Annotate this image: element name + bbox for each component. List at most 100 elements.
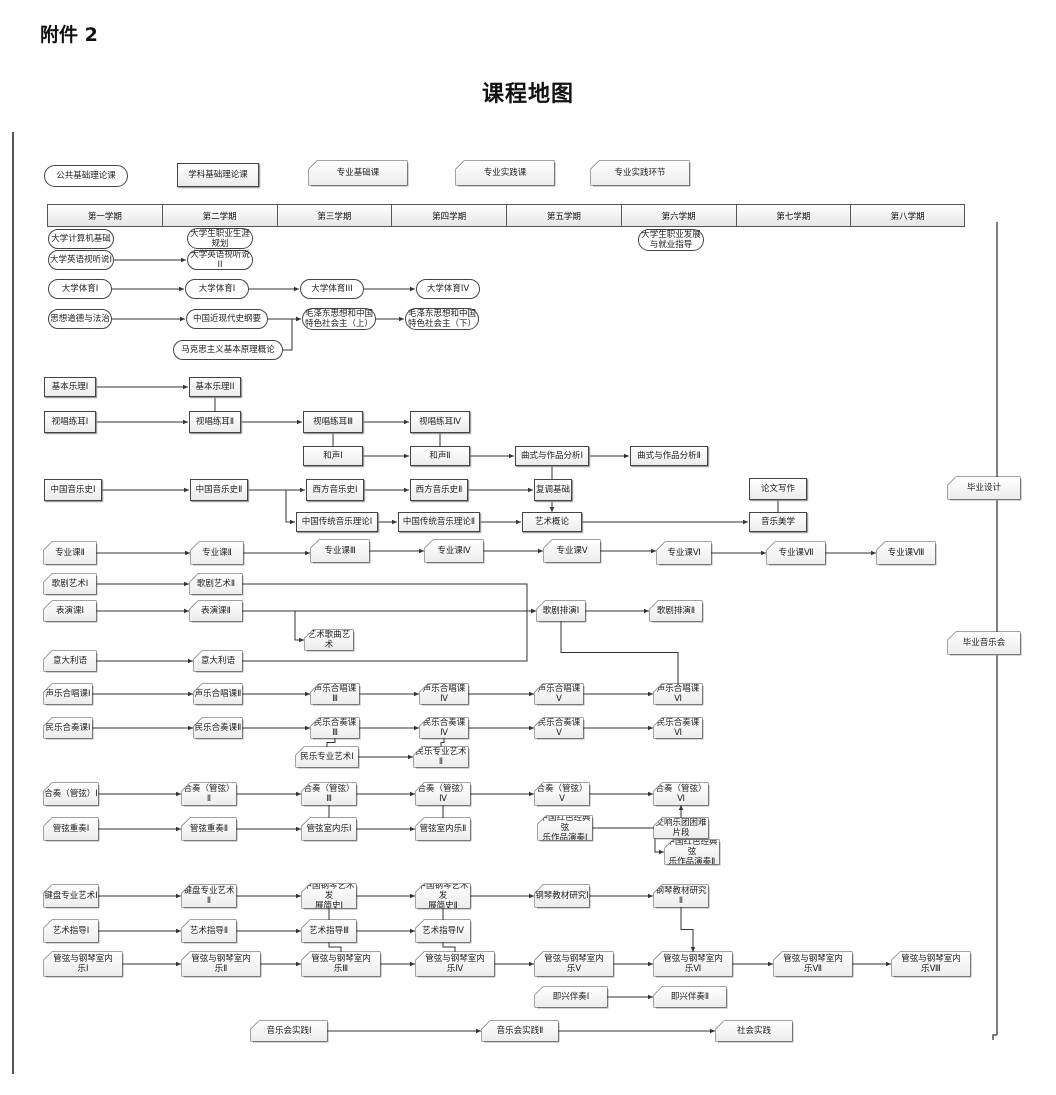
course-hs1: 和声I <box>303 446 363 466</box>
course-wmh1: 西方音乐史Ⅰ <box>306 479 364 501</box>
course-gq7: 管弦与钢琴室内 乐Ⅶ <box>774 952 852 976</box>
course-hz5: 合奏（管弦）Ⅴ <box>535 783 589 805</box>
course-hs2: 和声Ⅱ <box>410 446 470 466</box>
course-jp5: 钢琴教材研究Ⅰ <box>535 885 589 907</box>
connector-zd4-gq4 <box>442 942 456 952</box>
course-byyyh: 毕业音乐会 <box>948 632 1020 654</box>
course-pe1: 大学体育I <box>48 279 112 299</box>
course-cz1: 管弦重奏Ⅰ <box>44 818 98 840</box>
course-gj2: 歌剧艺术Ⅱ <box>190 574 242 594</box>
course-yl1: 基本乐理I <box>44 377 96 397</box>
course-jp6: 钢琴教材研究Ⅱ <box>654 885 708 907</box>
course-ct1: 中国传统音乐理论Ⅰ <box>296 512 378 532</box>
course-cmh2: 中国音乐史Ⅱ <box>190 479 248 501</box>
semester-header-5: 第五学期 <box>506 204 621 227</box>
course-gq2: 管弦与钢琴室内 乐Ⅱ <box>182 952 260 976</box>
course-sy2: 声乐合唱课Ⅱ <box>194 684 242 704</box>
course-gp1: 歌剧排演Ⅰ <box>537 601 585 621</box>
course-zy1: 专业课Ⅱ <box>44 542 96 564</box>
course-jp4: 中国钢琴艺术发 展简史Ⅱ <box>416 881 470 911</box>
legend-lg1: 公共基础理论课 <box>44 165 128 187</box>
course-mao2: 毛泽东思想和中国 特色社会主（下） <box>405 308 479 330</box>
course-yssq: 艺术歌曲艺术 <box>305 630 353 650</box>
course-sxdd: 思想道德与法治 <box>48 309 112 329</box>
course-red1: 中国红色经典弦 乐作品演奏Ⅰ <box>538 813 592 843</box>
course-mz2: 民乐专业艺术Ⅱ <box>414 747 468 767</box>
course-my1: 民乐合奏课Ⅰ <box>44 718 92 738</box>
course-gq8: 管弦与钢琴室内 乐Ⅷ <box>892 952 970 976</box>
course-ylmx: 音乐美学 <box>749 512 807 532</box>
course-zd4: 艺术指导Ⅳ <box>416 920 470 942</box>
semester-header-3: 第三学期 <box>276 204 392 227</box>
course-ydl1: 意大利语 <box>44 651 96 671</box>
course-jyzd: 大学生职业发展 与就业指导 <box>638 229 704 251</box>
connector-zd3-gq3 <box>328 942 342 952</box>
course-sy3: 声乐合唱课Ⅲ <box>311 684 359 704</box>
connector-gj2-gp1 <box>242 583 536 614</box>
course-jxy: 交响乐团困难片段 <box>654 818 708 838</box>
left-margin-rule <box>12 132 14 1074</box>
course-gq1: 管弦与钢琴室内 乐Ⅰ <box>44 952 122 976</box>
course-marx: 马克思主义基本原理概论 <box>173 340 283 360</box>
semester-header-6: 第六学期 <box>620 204 736 227</box>
connector-my3-mz1 <box>326 738 336 747</box>
connector-by2-yssq <box>242 610 304 643</box>
graduation-track-line <box>992 222 998 1040</box>
semester-header-4: 第四学期 <box>391 204 506 227</box>
course-zd2: 艺术指导Ⅱ <box>182 920 236 942</box>
course-jp1: 键盘专业艺术Ⅰ <box>44 885 98 907</box>
connector-ydl2-gp1 <box>242 608 536 662</box>
course-jx1: 即兴伴奏Ⅰ <box>535 987 607 1007</box>
course-shsj: 社会实践 <box>716 1021 792 1041</box>
course-pe2: 大学体育I <box>185 279 249 299</box>
course-sn2: 管弦室内乐Ⅱ <box>416 818 470 840</box>
course-qs2: 曲式与作品分析Ⅱ <box>630 446 708 466</box>
course-cmh1: 中国音乐史Ⅰ <box>44 479 102 501</box>
course-gq6: 管弦与钢琴室内 乐Ⅵ <box>654 952 732 976</box>
course-jxds: 中国近现代史纲要 <box>186 309 268 329</box>
course-pe4: 大学体育IV <box>416 279 480 299</box>
course-hz6: 合奏（管弦）Ⅵ <box>654 783 708 805</box>
course-my3: 民乐合奏课Ⅲ <box>311 718 359 738</box>
course-gq4: 管弦与钢琴室内 乐Ⅳ <box>416 952 494 976</box>
course-ydl2: 意大利语 <box>194 651 242 671</box>
course-bysj: 毕业设计 <box>948 477 1020 499</box>
course-en2: 大学英语视听说II <box>187 250 253 270</box>
course-zd3: 艺术指导Ⅲ <box>302 920 356 942</box>
course-yy1: 音乐会实践Ⅰ <box>251 1021 327 1041</box>
course-yy2: 音乐会实践Ⅱ <box>482 1021 558 1041</box>
connector-my4-mz2 <box>440 738 445 747</box>
course-en1: 大学英语视听说I <box>48 250 114 270</box>
course-pe3: 大学体育III <box>300 279 364 299</box>
course-jx2: 即兴伴奏Ⅱ <box>654 987 726 1007</box>
course-mz1: 民乐专业艺术Ⅰ <box>296 747 358 767</box>
legend-lg4: 专业实践课 <box>456 161 554 185</box>
course-zy2: 专业课Ⅱ <box>191 542 243 564</box>
course-sy6: 声乐合唱课Ⅵ <box>654 684 702 704</box>
course-by2: 表演课Ⅱ <box>190 601 242 621</box>
course-zy4: 专业课Ⅳ <box>425 540 483 562</box>
legend-lg3: 专业基础课 <box>309 161 407 185</box>
course-sy1: 声乐合唱课Ⅰ <box>44 684 92 704</box>
course-red2: 中国红色经典弦 乐作品演奏Ⅱ <box>665 837 719 867</box>
course-zy7: 专业课Ⅶ <box>767 542 825 564</box>
course-zy3: 专业课Ⅲ <box>311 540 369 562</box>
course-gp2: 歌剧排演Ⅱ <box>650 601 702 621</box>
course-wmh2: 西方音乐史Ⅱ <box>410 479 468 501</box>
course-zysy: 大学生职业生涯 规划 <box>187 228 253 249</box>
course-hz3: 合奏（管弦）Ⅲ <box>302 783 356 805</box>
course-zy6: 专业课Ⅵ <box>657 542 711 564</box>
connector-gp1-sy6 <box>560 621 679 684</box>
course-ysgl: 艺术概论 <box>522 512 582 532</box>
course-gj1: 歌剧艺术Ⅰ <box>44 574 96 594</box>
course-jp3: 中国钢琴艺术发 展简史Ⅰ <box>302 881 356 911</box>
legend-lg5: 专业实践环节 <box>591 161 689 185</box>
semester-header-8: 第八学期 <box>850 204 965 227</box>
course-sc2: 视唱练耳Ⅱ <box>189 411 241 433</box>
course-my5: 民乐合奏课Ⅴ <box>535 718 583 738</box>
semester-header-7: 第七学期 <box>735 204 851 227</box>
course-gq5: 管弦与钢琴室内 乐Ⅴ <box>535 952 613 976</box>
page-title: 课程地图 <box>481 82 574 107</box>
course-by1: 表演课Ⅰ <box>44 601 96 621</box>
